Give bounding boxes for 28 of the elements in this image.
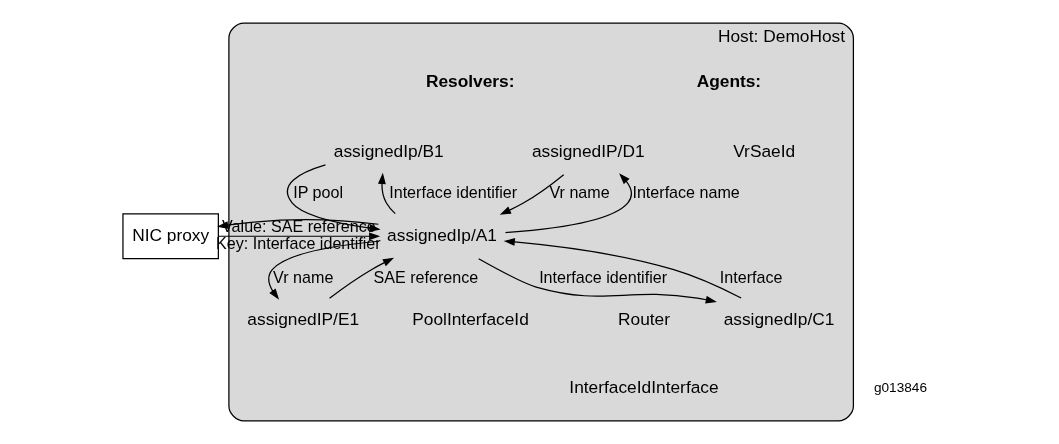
node-text: assignedIp/B1: [333, 140, 444, 161]
arrow: [503, 238, 742, 299]
node-text: assignedIP/D1: [531, 140, 645, 161]
arrow: [328, 257, 394, 299]
label: g013846: [873, 380, 927, 396]
edge-label: Interface identifier: [538, 267, 667, 286]
node-text: assignedIp/C1: [723, 309, 834, 330]
arrow: [504, 173, 632, 234]
label: PoolInterfaceId: [411, 309, 529, 330]
label: InterfaceIdInterface: [568, 377, 719, 398]
arrow: [267, 240, 379, 300]
edge-label: Interface: [719, 267, 782, 286]
node-text: assignedIP/E1: [246, 309, 359, 330]
node-box: NIC proxy: [121, 213, 219, 260]
label: Resolvers:: [425, 71, 515, 92]
edge-label: Vr name: [548, 183, 610, 202]
edge-label: IP pool: [292, 183, 343, 202]
label: Router: [617, 309, 670, 330]
arrow: [499, 174, 564, 215]
edge-label: Interface name: [631, 183, 740, 202]
edge-label: Vr name: [272, 267, 333, 286]
arrow: [377, 172, 396, 215]
label: VrSaeId: [732, 140, 795, 161]
node-text: assignedIp/A1: [386, 224, 497, 245]
arrow: [477, 258, 717, 304]
edge-label: SAE reference: [373, 267, 478, 286]
edge-label: Interface identifier: [388, 183, 517, 202]
label: Agents:: [696, 71, 761, 92]
